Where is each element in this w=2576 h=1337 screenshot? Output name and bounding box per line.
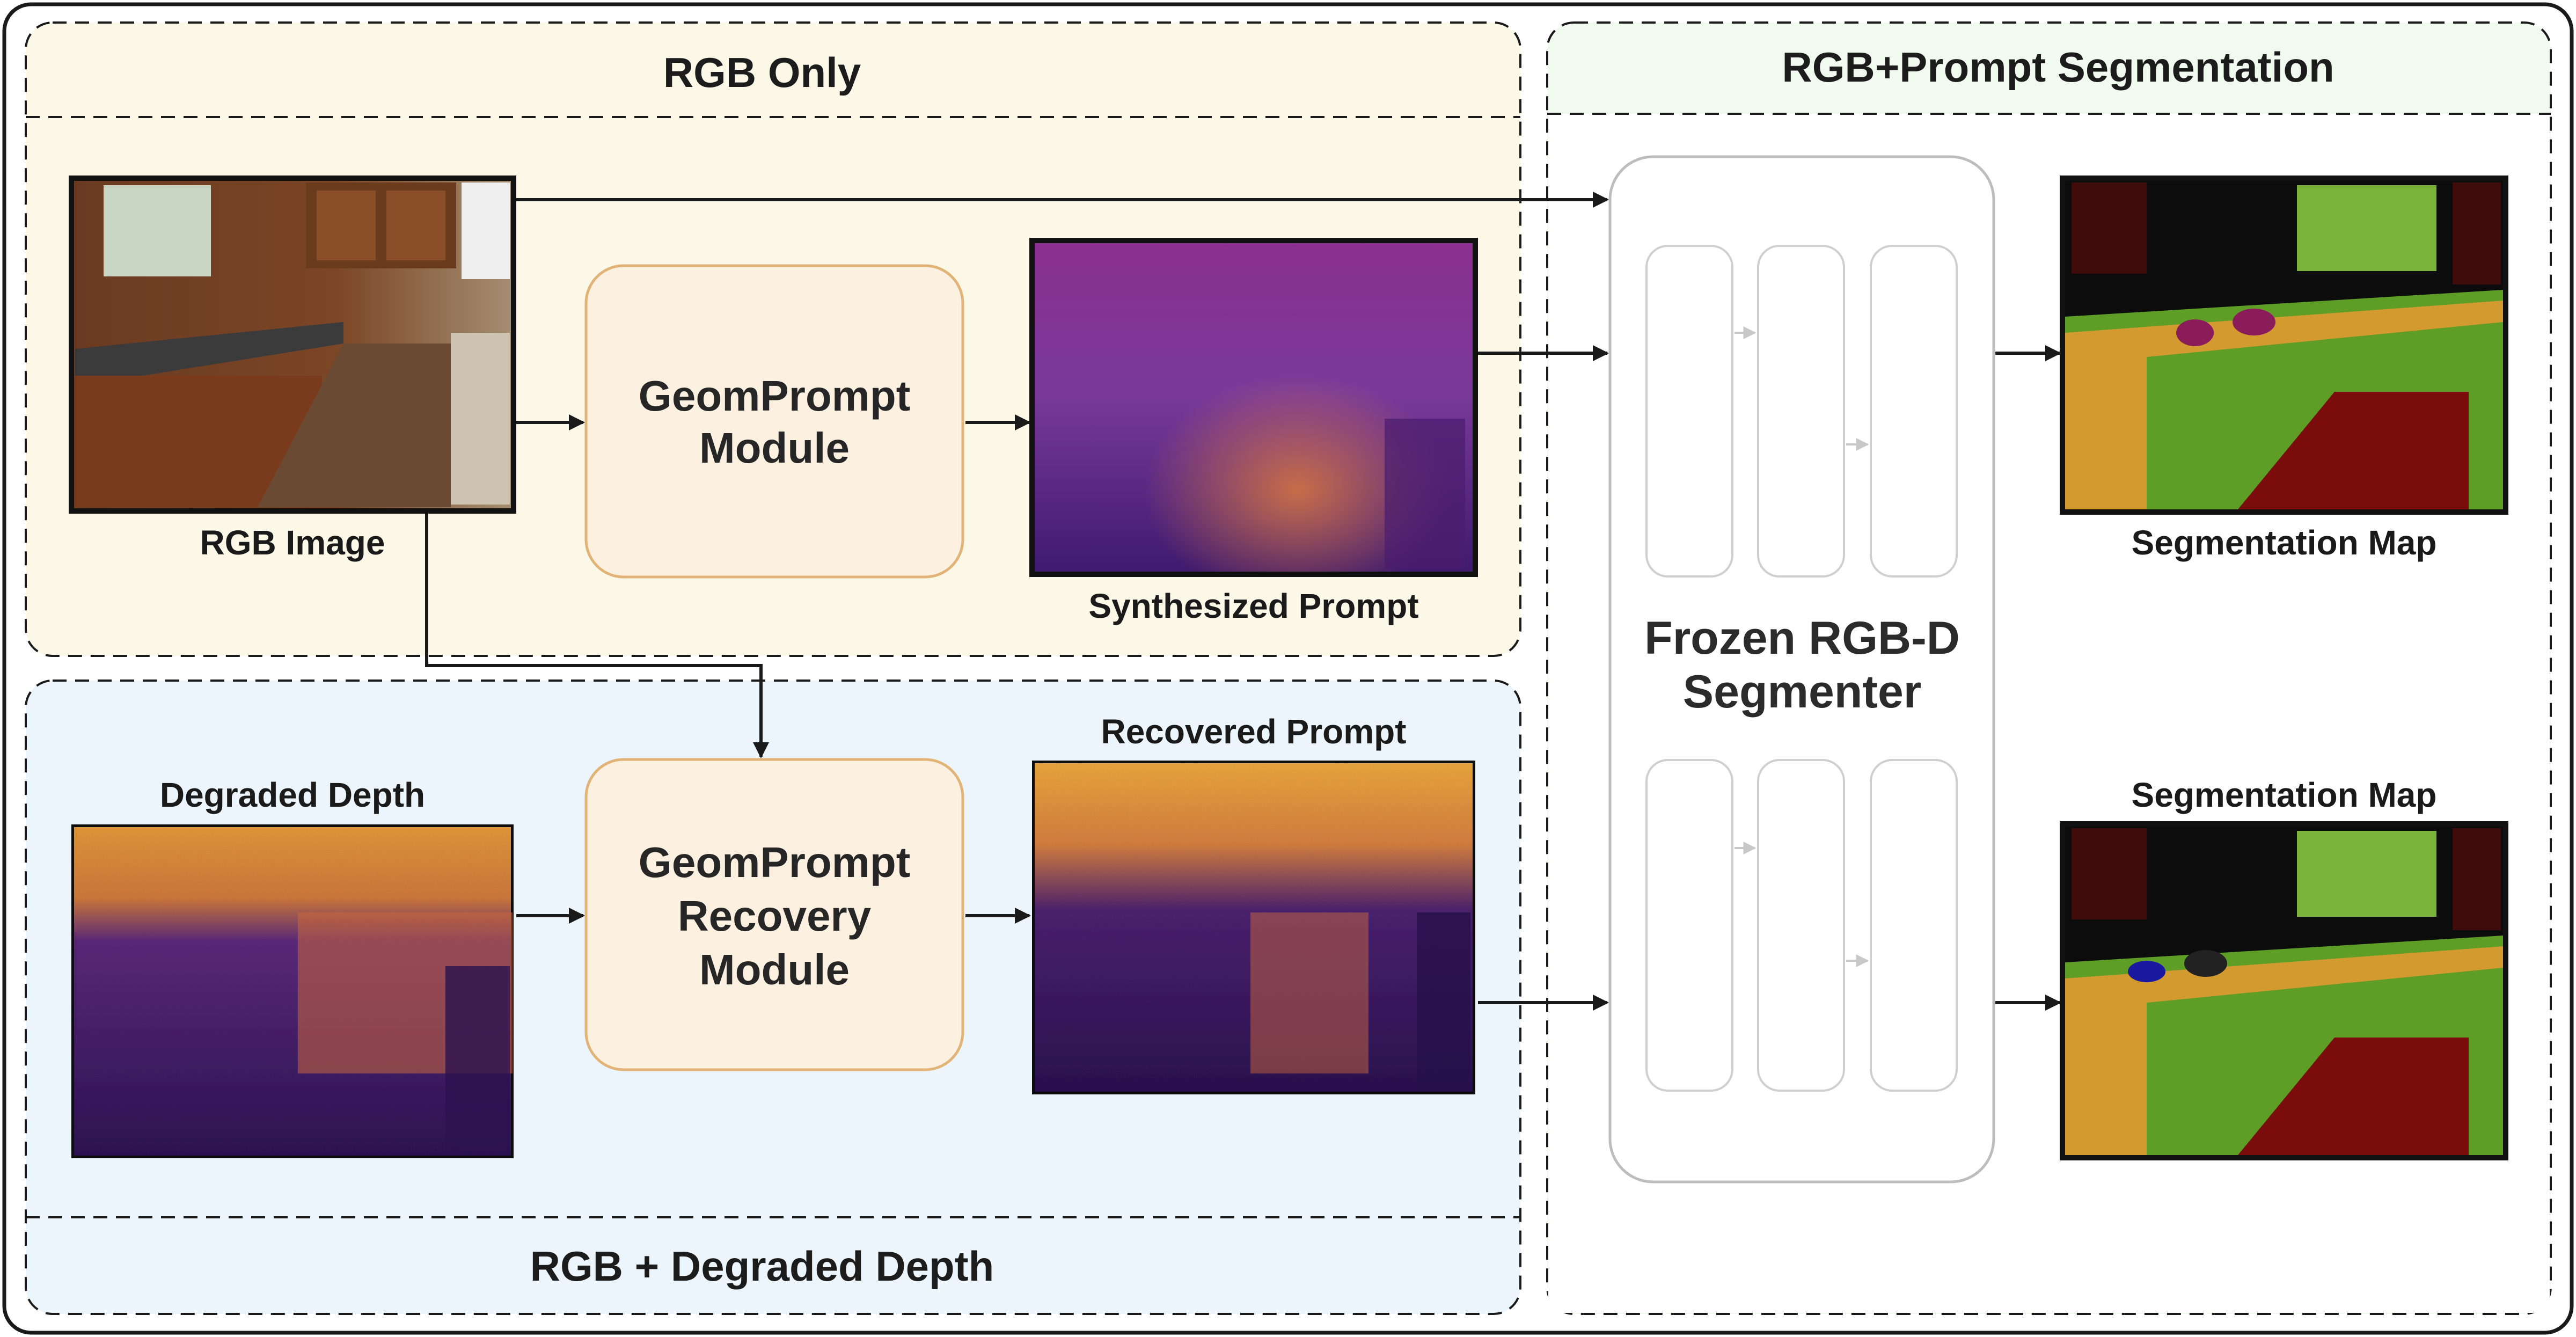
caption-segmentation-map-top: Segmentation Map	[2132, 523, 2437, 562]
segmenter-line1: Frozen RGB-D	[1644, 612, 1960, 664]
geomprompt-module-box	[584, 264, 964, 579]
arrows	[425, 192, 2061, 1011]
segmenter-top-blocks	[1645, 245, 1958, 578]
recovered-prompt-image	[1029, 758, 1478, 1097]
panel-rgb-prompt-title: RGB+Prompt Segmentation	[1782, 43, 2334, 91]
panel-rgb-only-title: RGB Only	[663, 49, 861, 96]
rgb-image	[69, 176, 516, 514]
caption-rgb-image: RGB Image	[200, 523, 385, 562]
segmentation-map-top	[2060, 176, 2508, 515]
recovery-module-line1: GeomPrompt	[639, 838, 911, 886]
geomprompt-module-line2: Module	[699, 424, 850, 472]
caption-recovered-prompt: Recovered Prompt	[1101, 712, 1406, 751]
segmenter-line2: Segmenter	[1683, 666, 1922, 718]
geomprompt-module-line1: GeomPrompt	[639, 372, 911, 420]
geomprompt-recovery-module-box	[584, 758, 964, 1071]
degraded-depth-image	[69, 822, 516, 1161]
caption-segmentation-map-bottom: Segmentation Map	[2132, 776, 2437, 814]
segmentation-map-bottom	[2060, 821, 2508, 1160]
synthesized-prompt-image	[1029, 238, 1478, 577]
caption-synthesized-prompt: Synthesized Prompt	[1088, 587, 1418, 625]
geomprompt-module: GeomPrompt Module	[584, 264, 964, 579]
frozen-segmenter: Frozen RGB-D Segmenter	[1608, 155, 1995, 1183]
recovery-module-line2: Recovery	[678, 892, 872, 940]
arrow-rgb-to-recovery	[425, 514, 769, 758]
geomprompt-recovery-module: GeomPrompt Recovery Module	[584, 758, 964, 1071]
panel-rgb-degraded-title: RGB + Degraded Depth	[530, 1243, 994, 1290]
caption-degraded-depth: Degraded Depth	[160, 776, 425, 814]
recovery-module-line3: Module	[699, 946, 850, 993]
segmenter-bottom-blocks	[1645, 759, 1958, 1092]
